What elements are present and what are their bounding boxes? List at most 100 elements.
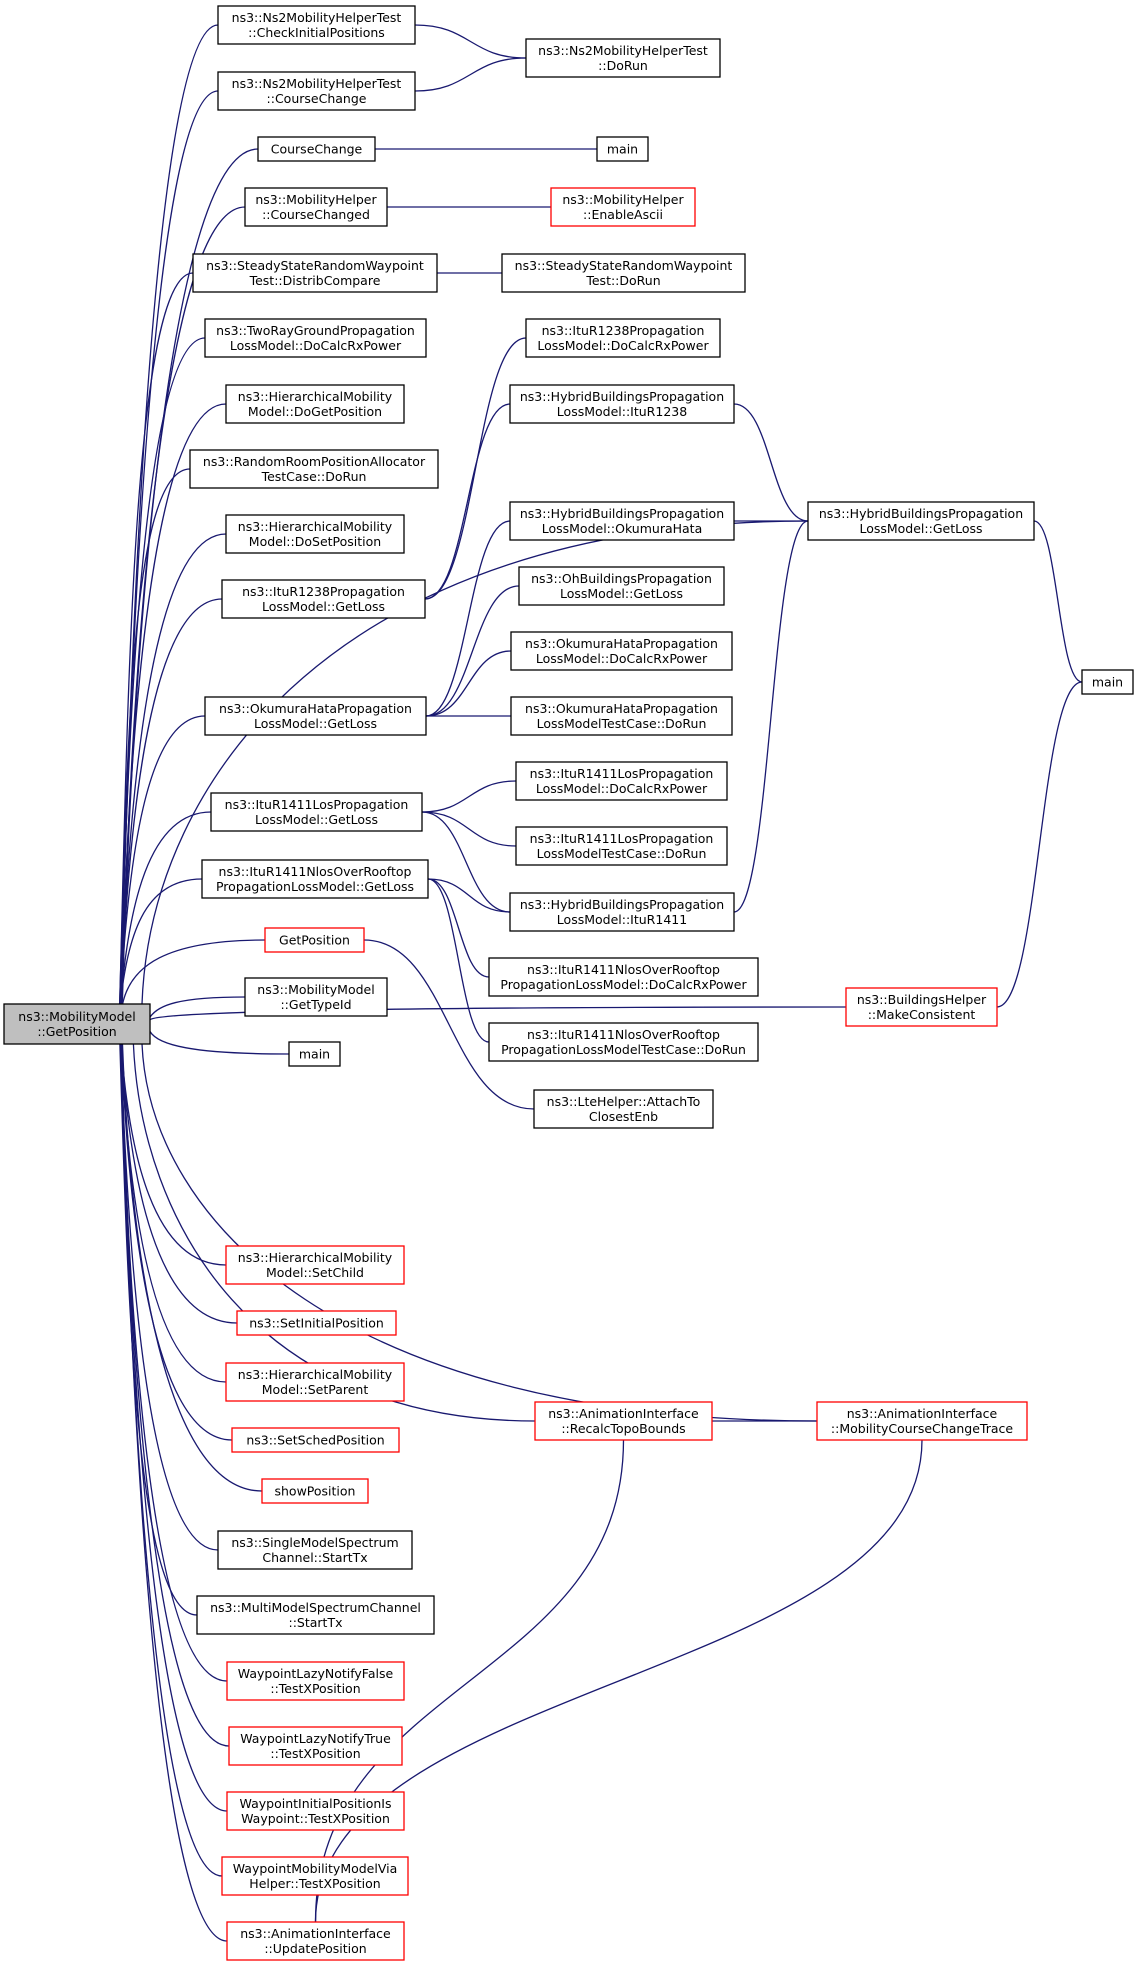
node-ns2-course[interactable]: ns3::Ns2MobilityHelperTest::CourseChange [217,71,416,111]
node-label-line: Helper::TestXPosition [249,1876,380,1891]
node-okumura-testcase[interactable]: ns3::OkumuraHataPropagationLossModelTest… [510,696,733,736]
node-label-line: ::EnableAscii [583,207,663,222]
node-box [3,1003,151,1045]
node-box [509,384,735,424]
node-box [221,1856,409,1896]
node-label-line: TestCase::DoRun [261,469,367,484]
node-label-line: ns3::TwoRayGroundPropagation [216,323,415,338]
node-mh-coursechanged[interactable]: ns3::MobilityHelper::CourseChanged [244,187,388,227]
node-box [196,1595,435,1635]
node-ns2-check[interactable]: ns3::Ns2MobilityHelperTest::CheckInitial… [217,5,416,45]
call-edge [403,57,527,97]
node-box [244,187,388,227]
node-wp-lazyfalse[interactable]: WaypointLazyNotifyFalse::TestXPosition [226,1661,405,1701]
node-main-mid[interactable]: main [288,1041,341,1067]
node-hybrid-itur1411[interactable]: ns3::HybridBuildingsPropagationLossModel… [509,892,735,932]
node-hier-dogetpos[interactable]: ns3::HierarchicalMobilityModel::DoGetPos… [225,384,405,424]
node-box [221,579,426,619]
node-label-line: ns3::AnimationInterface [240,1926,391,1941]
node-itur1411los-getloss[interactable]: ns3::ItuR1411LosPropagationLossModel::Ge… [210,792,423,832]
call-edge [416,873,490,1043]
node-label-line: WaypointLazyNotifyFalse [238,1666,394,1681]
call-edge [413,403,511,605]
node-label-line: GetPosition [279,933,350,948]
node-box [228,1726,403,1766]
node-box [525,318,721,358]
node-label-line: ClosestEnb [589,1109,658,1124]
node-box [518,566,725,606]
node-anim-update[interactable]: ns3::AnimationInterface::UpdatePosition [226,1921,405,1961]
node-setschedposition[interactable]: ns3::SetSchedPosition [231,1427,400,1453]
node-box [816,1401,1028,1441]
node-label-line: main [1092,675,1123,690]
node-randomroom[interactable]: ns3::RandomRoomPositionAllocatorTestCase… [189,449,439,489]
node-label-line: LossModel::GetLoss [859,521,982,536]
node-tworay[interactable]: ns3::TwoRayGroundPropagationLossModel::D… [204,318,427,358]
node-showposition[interactable]: showPosition [261,1478,369,1504]
node-label-line: ns3::OkumuraHataPropagation [525,701,718,716]
node-label-line: Model::DoSetPosition [249,534,381,549]
node-ns2-dorun[interactable]: ns3::Ns2MobilityHelperTest::DoRun [525,38,721,78]
node-label-line: LossModelTestCase::DoRun [537,716,707,731]
node-box [257,136,376,162]
node-box [210,792,423,832]
node-itur1411nlos-testcase[interactable]: ns3::ItuR1411NlosOverRooftopPropagationL… [488,1022,759,1062]
node-mh-enableascii[interactable]: ns3::MobilityHelper::EnableAscii [550,187,696,227]
node-label-line: ns3::ItuR1411LosPropagation [530,766,714,781]
node-label-line: LossModel::GetLoss [262,599,385,614]
node-label-line: PropagationLossModel::GetLoss [216,879,414,894]
node-label-line: ns3::MultiModelSpectrumChannel [210,1600,421,1615]
node-main-top[interactable]: main [596,136,649,162]
node-itur1411los-docalc[interactable]: ns3::ItuR1411LosPropagationLossModel::Do… [515,761,728,801]
node-hybrid-itur1238[interactable]: ns3::HybridBuildingsPropagationLossModel… [509,384,735,424]
call-edge [722,520,809,918]
node-itur1411nlos-docalc[interactable]: ns3::ItuR1411NlosOverRooftopPropagationL… [488,957,759,997]
node-hybrid-getloss[interactable]: ns3::HybridBuildingsPropagationLossModel… [807,501,1035,541]
node-box [1081,669,1134,695]
node-itur1238-getloss[interactable]: ns3::ItuR1238PropagationLossModel::GetLo… [221,579,426,619]
node-itur1238-docalc[interactable]: ns3::ItuR1238PropagationLossModel::DoCal… [525,318,721,358]
node-box [189,449,439,489]
node-box [509,892,735,932]
node-hybrid-okumura[interactable]: ns3::HybridBuildingsPropagationLossModel… [509,501,735,541]
node-label-line: ns3::SetSchedPosition [246,1433,384,1448]
node-setinitialposition[interactable]: ns3::SetInitialPosition [236,1310,397,1336]
node-wp-lazytrue[interactable]: WaypointLazyNotifyTrue::TestXPosition [228,1726,403,1766]
node-hier-setparent[interactable]: ns3::HierarchicalMobilityModel::SetParen… [225,1362,405,1402]
node-itur1411los-testcase[interactable]: ns3::ItuR1411LosPropagationLossModelTest… [515,826,728,866]
node-hier-dosetpos[interactable]: ns3::HierarchicalMobilityModel::DoSetPos… [225,514,405,554]
node-label-line: ::CheckInitialPositions [248,25,385,40]
node-label-line: ns3::ItuR1411LosPropagation [530,831,714,846]
node-ssrw-distrib[interactable]: ns3::SteadyStateRandomWaypointTest::Dist… [192,253,438,293]
node-box [225,1362,405,1402]
node-mm-gettypeid[interactable]: ns3::MobilityModel::GetTypeId [244,977,388,1017]
node-multimodel[interactable]: ns3::MultiModelSpectrumChannel::StartTx [196,1595,435,1635]
node-label-line: ns3::HybridBuildingsPropagation [520,897,724,912]
node-label-line: ns3::ItuR1411NlosOverRooftop [527,962,720,977]
call-edge [114,715,206,1016]
node-ssrw-dorun[interactable]: ns3::SteadyStateRandomWaypointTest::DoRu… [501,253,746,293]
call-edge [403,19,527,59]
node-okumura-getloss[interactable]: ns3::OkumuraHataPropagationLossModel::Ge… [204,696,427,736]
call-edge [140,1019,290,1055]
node-buildings-makeconsistent[interactable]: ns3::BuildingsHelper::MakeConsistent [845,987,998,1027]
node-box [225,514,405,554]
node-okumura-docalc[interactable]: ns3::OkumuraHataPropagationLossModel::Do… [510,631,733,671]
node-box [225,384,405,424]
node-wp-viahelper[interactable]: WaypointMobilityModelViaHelper::TestXPos… [221,1856,409,1896]
node-box [525,38,721,78]
node-root[interactable]: ns3::MobilityModel::GetPosition [3,1003,151,1045]
node-main-right[interactable]: main [1081,669,1134,695]
node-ohbuildings-getloss[interactable]: ns3::OhBuildingsPropagationLossModel::Ge… [518,566,725,606]
node-box [288,1041,341,1067]
node-anim-recalc[interactable]: ns3::AnimationInterface::RecalcTopoBound… [534,1401,713,1441]
node-label-line: ns3::MobilityModel [18,1009,135,1024]
node-anim-mobility[interactable]: ns3::AnimationInterface::MobilityCourseC… [816,1401,1028,1441]
node-wp-initial[interactable]: WaypointInitialPositionIsWaypoint::TestX… [226,1791,405,1831]
node-itur1411nlos-getloss[interactable]: ns3::ItuR1411NlosOverRooftopPropagationL… [201,859,429,899]
node-getposition[interactable]: GetPosition [264,927,365,953]
node-coursechange[interactable]: CourseChange [257,136,376,162]
